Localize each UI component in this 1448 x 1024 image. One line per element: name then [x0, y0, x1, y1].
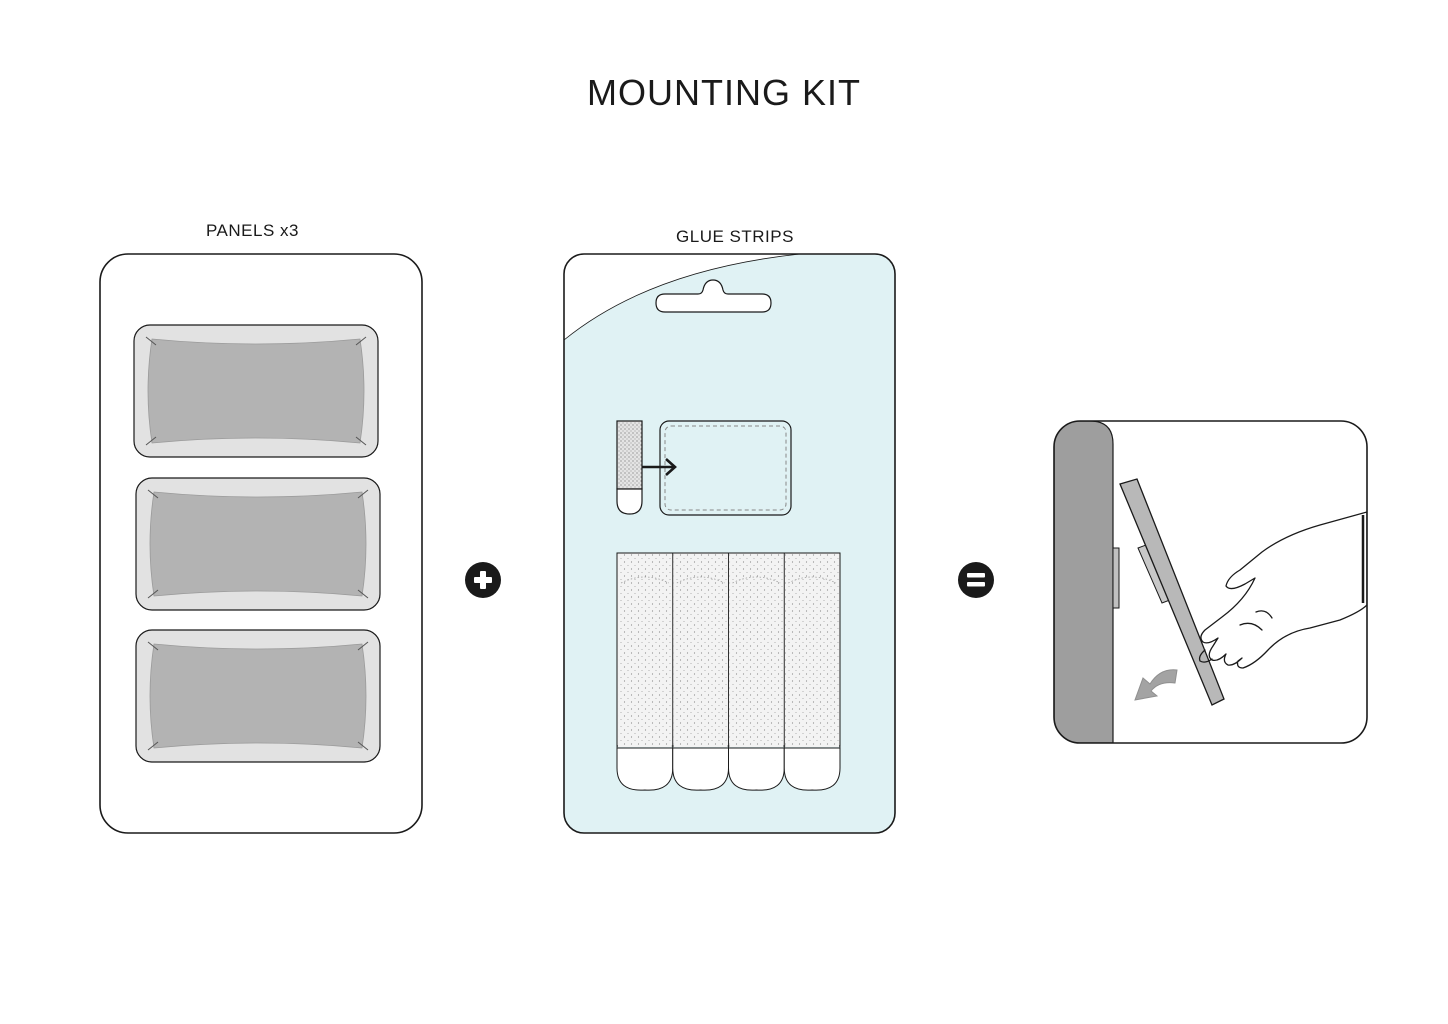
panel: [133, 324, 379, 458]
equals-icon: [958, 562, 994, 598]
strip-application-icon: [616, 420, 792, 516]
curved-arrow-icon: [1134, 669, 1178, 701]
glue-strip: [672, 553, 729, 791]
tilted-panel: [1119, 478, 1225, 706]
panels-label: PANELS x3: [205, 221, 299, 240]
glue-strip: [728, 553, 785, 791]
glue-strip: [783, 553, 841, 791]
hand: [1198, 511, 1367, 669]
glue-strips-group: [616, 553, 841, 791]
wall: [1054, 421, 1114, 743]
wall-mount-strip: [1112, 547, 1120, 609]
panels-group: [133, 324, 381, 763]
glue-strip: [616, 553, 674, 791]
hang-hole: [655, 279, 772, 313]
arrow-right-icon: [642, 458, 677, 476]
glue-strips-label: GLUE STRIPS: [676, 227, 794, 246]
plus-icon: [465, 562, 501, 598]
panel: [135, 477, 381, 611]
panel: [135, 629, 381, 763]
mounting-illustration-card: [1053, 420, 1368, 744]
diagram-title: MOUNTING KIT: [587, 72, 861, 113]
